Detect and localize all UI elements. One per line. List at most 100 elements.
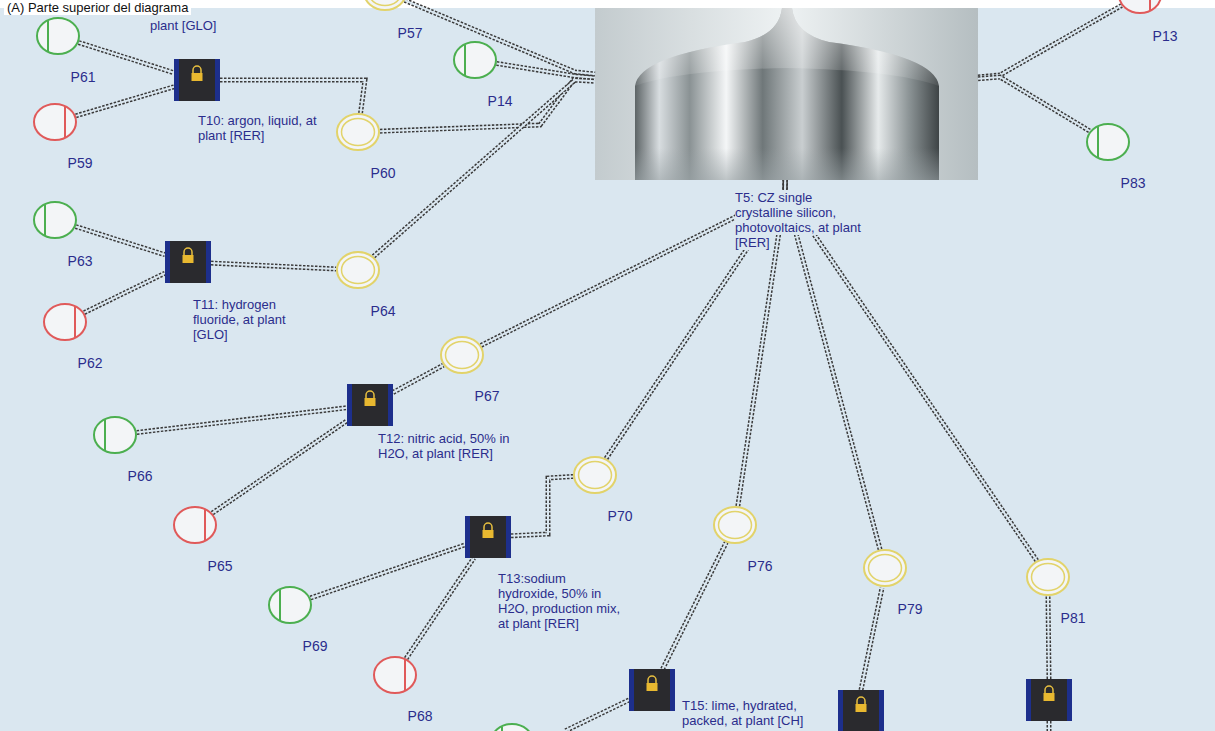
arc-connector	[137, 408, 347, 433]
label-holder: T12: nitric acid, 50% in H2O, at plant […	[378, 431, 510, 461]
ingot-photo	[595, 8, 978, 180]
place-label: P63	[68, 253, 93, 269]
arc-connector	[220, 80, 365, 113]
place-label: P14	[488, 93, 513, 109]
label-holder: T11: hydrogen fluoride, at plant [GLO]	[193, 297, 318, 342]
connector-group	[211, 263, 336, 269]
transition-box: T11: hydrogen fluoride, at plant [GLO]	[165, 241, 211, 283]
place-label: P57	[398, 25, 423, 41]
connector-group	[978, 77, 1090, 131]
arc-connector-core	[137, 408, 347, 433]
connector-group	[310, 545, 465, 598]
place-label: P70	[608, 508, 633, 524]
place-circle	[92, 415, 138, 455]
transition-label: T5: CZ single crystalline silicon, photo…	[735, 190, 861, 250]
label-holder: P65	[208, 558, 233, 574]
intermediate-place: P76	[712, 505, 758, 545]
connector-group	[220, 80, 365, 113]
arc-connector	[511, 476, 573, 535]
arc-connector	[406, 558, 474, 659]
place-circle	[335, 250, 381, 290]
place-circle	[42, 302, 88, 342]
arc-connector	[393, 365, 443, 392]
input-place: P69	[267, 585, 313, 625]
arc-connector-core	[785, 180, 1037, 561]
connector-group	[76, 227, 165, 255]
arc-connector-core	[663, 542, 727, 669]
label-holder: P59	[68, 155, 93, 171]
place-label: P79	[898, 601, 923, 617]
arc-connector	[405, 0, 595, 74]
place-label: P65	[208, 558, 233, 574]
transition-symbol	[347, 384, 393, 426]
connector-group	[212, 421, 347, 513]
place-label: P60	[371, 165, 396, 181]
place-circle	[572, 455, 618, 495]
arc-connector-core	[785, 180, 880, 549]
place-circle	[372, 655, 418, 695]
intermediate-place: P81	[1025, 557, 1071, 597]
transition-label: T12: nitric acid, 50% in H2O, at plant […	[378, 431, 510, 461]
output-place: P68	[372, 655, 418, 695]
place-circle	[712, 505, 758, 545]
arc-connector	[310, 545, 465, 598]
arc-connector	[373, 80, 595, 256]
input-place: P14	[452, 40, 498, 80]
place-label: P61	[71, 69, 96, 85]
place-label: P67	[475, 388, 500, 404]
label-holder: T13:sodium hydroxide, 50% in H2O, produc…	[498, 571, 628, 631]
arc-connector-core	[76, 227, 165, 255]
label-holder: T15: lime, hydrated, packed, at plant [C…	[682, 698, 822, 728]
arc-connector	[663, 542, 727, 669]
place-label: P64	[371, 303, 396, 319]
label-holder: plant [GLO]	[150, 18, 216, 33]
label-holder: T10: argon, liquid, at plant [RER]	[198, 113, 348, 143]
arc-connector-core	[220, 80, 365, 113]
transition-symbol	[629, 669, 675, 711]
connector-group	[84, 273, 165, 312]
place-circle	[452, 40, 498, 80]
arc-connector	[211, 263, 336, 269]
place-circle	[32, 102, 78, 142]
label-holder: P61	[71, 69, 96, 85]
transition-symbol	[465, 516, 511, 558]
arc-connector-core	[978, 5, 1122, 76]
arc-connector	[785, 180, 1037, 561]
connector-group	[393, 365, 443, 392]
transition-symbol	[165, 241, 211, 283]
connector-group	[406, 558, 474, 659]
transition-box: T12: nitric acid, 50% in H2O, at plant […	[347, 384, 393, 426]
label-holder: P57	[398, 25, 423, 41]
input-place: P83	[1085, 122, 1131, 162]
arc-connector-core	[211, 263, 336, 269]
place-label: P13	[1153, 28, 1178, 44]
label-holder: P63	[68, 253, 93, 269]
transition-box: T13:sodium hydroxide, 50% in H2O, produc…	[465, 516, 511, 558]
place-circle	[267, 585, 313, 625]
label-holder: P62	[78, 355, 103, 371]
arc-connector	[978, 77, 1090, 131]
place-label: P68	[408, 708, 433, 724]
place-circle	[172, 505, 218, 545]
place-label: P69	[303, 638, 328, 654]
label-holder: P64	[371, 303, 396, 319]
place-label: P59	[68, 155, 93, 171]
transition-symbol	[174, 59, 220, 101]
transition-label: T13:sodium hydroxide, 50% in H2O, produc…	[498, 571, 620, 631]
connector-group	[663, 542, 727, 669]
input-place: P66	[92, 415, 138, 455]
transition-label: T11: hydrogen fluoride, at plant [GLO]	[193, 297, 286, 342]
arc-connector-core	[406, 558, 474, 659]
offscreen-arcs	[565, 588, 1049, 731]
connector-group	[76, 87, 174, 116]
intermediate-place: P79	[862, 548, 908, 588]
place-circle	[362, 0, 408, 12]
input-place: P61	[35, 16, 81, 56]
place-label: P66	[128, 468, 153, 484]
output-place: P65	[172, 505, 218, 545]
connector-group	[511, 476, 573, 535]
place-label: P83	[1121, 175, 1146, 191]
transition-box-partial	[838, 690, 884, 731]
